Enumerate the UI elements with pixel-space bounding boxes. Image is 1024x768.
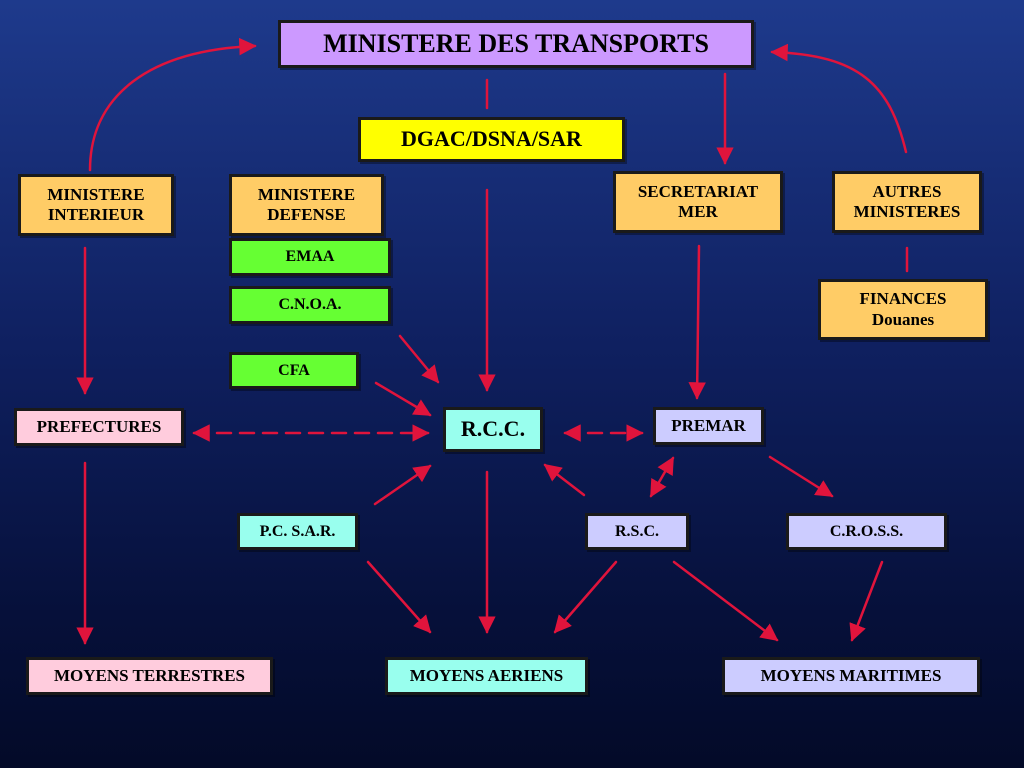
dgac-dsna-sar-box: DGAC/DSNA/SAR xyxy=(358,117,625,162)
rcc-box: R.C.C. xyxy=(443,407,543,452)
link-cross-to-moyens-maritimes xyxy=(849,560,884,642)
moyens-terrestres-box: MOYENS TERRESTRES xyxy=(26,657,273,695)
ministere-interieur-box: MINISTERE INTERIEUR xyxy=(18,174,174,236)
link-secretariat-mer-to-premar xyxy=(688,244,706,400)
link-rsc-to-moyens-maritimes xyxy=(672,560,779,642)
cnoa-box: C.N.O.A. xyxy=(229,286,391,324)
emaa-box: EMAA xyxy=(229,238,391,276)
pc-sar-box: P.C. S.A.R. xyxy=(237,513,358,550)
prefectures-box: PREFECTURES xyxy=(14,408,184,446)
moyens-aeriens-box: MOYENS AERIENS xyxy=(385,657,588,695)
link-rsc-to-moyens-aeriens xyxy=(553,560,618,634)
cross-box: C.R.O.S.S. xyxy=(786,513,947,550)
finances-douanes-box: FINANCES Douanes xyxy=(818,279,988,340)
link-premar-to-cross xyxy=(768,455,834,498)
link-ministere-interieur-to-ministere-transports xyxy=(88,37,257,172)
ministere-defense-box: MINISTERE DEFENSE xyxy=(229,174,384,236)
link-pc-sar-to-rcc xyxy=(373,464,432,506)
secretariat-mer-box: SECRETARIAT MER xyxy=(613,171,783,233)
rsc-box: R.S.C. xyxy=(585,513,689,550)
premar-box: PREMAR xyxy=(653,407,764,445)
link-autres-ministeres-to-ministere-transports xyxy=(770,43,908,154)
cfa-box: CFA xyxy=(229,352,359,389)
ministere-transports-box: MINISTERE DES TRANSPORTS xyxy=(278,20,754,68)
link-cfa-to-rcc xyxy=(374,381,432,417)
link-cnoa-to-rcc xyxy=(398,334,440,384)
link-pc-sar-to-moyens-aeriens xyxy=(366,560,432,634)
moyens-maritimes-box: MOYENS MARITIMES xyxy=(722,657,980,695)
autres-ministeres-box: AUTRES MINISTERES xyxy=(832,171,982,233)
link-rsc-to-rcc xyxy=(543,463,586,497)
link-premar-to-rsc xyxy=(649,456,675,498)
